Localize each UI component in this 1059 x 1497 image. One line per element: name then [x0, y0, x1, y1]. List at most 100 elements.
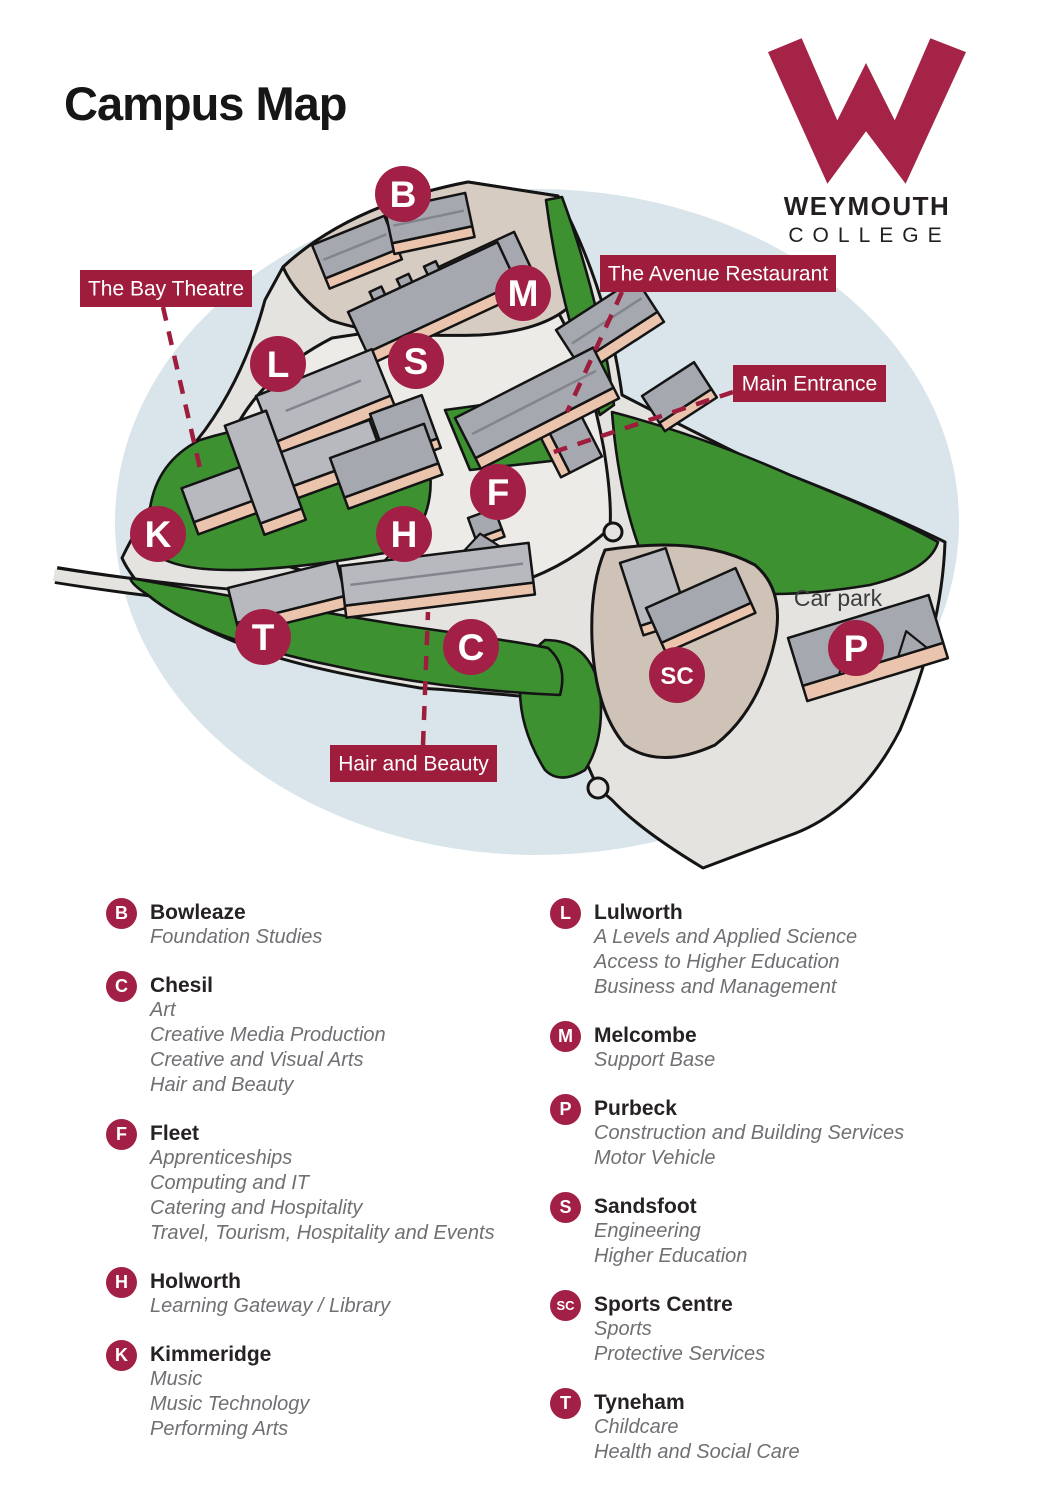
map-callout: Main Entrance — [733, 365, 886, 402]
map-marker-letter: M — [508, 273, 539, 314]
legend-marker-badge: F — [106, 1119, 137, 1150]
legend-course: Art — [150, 999, 176, 1021]
map-roundabout-south — [586, 776, 610, 800]
college-logo-w-icon — [768, 38, 966, 184]
legend-course: Catering and Hospitality — [150, 1197, 363, 1219]
legend-course: Childcare — [594, 1416, 679, 1438]
legend-marker-badge: S — [550, 1192, 581, 1223]
map-marker-letter: P — [844, 628, 869, 669]
map-callout: Hair and Beauty — [330, 745, 497, 782]
map-marker-S: S — [388, 333, 444, 389]
leader-line — [544, 389, 734, 458]
legend-course: Construction and Building Services — [594, 1122, 905, 1144]
legend-marker-badge: C — [106, 971, 137, 1002]
legend-course: Engineering — [594, 1220, 701, 1242]
building-sports-centre-2 — [644, 566, 757, 655]
map-roundabout-north — [602, 521, 624, 543]
legend-marker-badge: H — [106, 1267, 137, 1298]
legend-course: Apprenticeships — [150, 1147, 293, 1169]
legend-building-name: Melcombe — [594, 1024, 697, 1047]
map-marker-SC: SC — [649, 647, 705, 703]
map-marker-K: K — [130, 506, 186, 562]
map-marker-L: L — [250, 336, 306, 392]
map-marker-letter: L — [267, 344, 290, 385]
map-marker-C: C — [443, 619, 499, 675]
leader-line — [564, 291, 625, 413]
map-marker-B: B — [375, 166, 431, 222]
map-marker-F: F — [470, 464, 526, 520]
legend-building-name: Bowleaze — [150, 901, 246, 924]
legend-course: Hair and Beauty — [150, 1074, 294, 1096]
legend-course: Support Base — [594, 1049, 716, 1071]
legend-building-name: Kimmeridge — [150, 1343, 272, 1366]
map-callout-text: The Avenue Restaurant — [608, 263, 828, 286]
legend-course: Learning Gateway / Library — [150, 1295, 391, 1317]
legend-building-name: Lulworth — [594, 901, 683, 924]
map-markers: B M L S F K H T C SC P — [130, 166, 884, 703]
legend-course: Creative Media Production — [150, 1024, 386, 1046]
college-logo: WEYMOUTH COLLEGE — [768, 38, 966, 248]
map-leader-lines — [160, 291, 734, 746]
college-logo-wordmark: WEYMOUTH — [783, 191, 951, 221]
legend-course: Higher Education — [594, 1245, 748, 1267]
legend-course: A Levels and Applied Science — [594, 926, 858, 948]
legend-course: Music Technology — [150, 1393, 310, 1415]
legend-course: Travel, Tourism, Hospitality and Events — [150, 1222, 495, 1244]
legend-marker-badge: K — [106, 1340, 137, 1371]
legend-course: Creative and Visual Arts — [150, 1049, 364, 1071]
map-marker-letter: B — [390, 174, 417, 215]
map-callout: The Avenue Restaurant — [600, 255, 836, 292]
building-holworth-main — [328, 422, 444, 510]
legend-marker-badge: L — [550, 898, 581, 929]
map-callout-text: Main Entrance — [742, 373, 877, 396]
legend-course: Access to Higher Education — [594, 951, 840, 973]
map-marker-T: T — [235, 609, 291, 665]
building-fleet-main — [453, 346, 621, 471]
legend-building-name: Purbeck — [594, 1097, 677, 1120]
legend-building-name: Sports Centre — [594, 1293, 733, 1316]
legend-building-name: Sandsfoot — [594, 1195, 697, 1218]
map-callout-text: The Bay Theatre — [88, 278, 244, 301]
legend-building-name: Chesil — [150, 974, 214, 997]
legend-course: Health and Social Care — [594, 1441, 800, 1463]
map-marker-letter: T — [252, 617, 275, 658]
map-marker-M: M — [495, 265, 551, 321]
map-marker-letter: H — [391, 514, 418, 555]
legend-course: Business and Management — [594, 976, 837, 998]
map-callout: The Bay Theatre — [80, 270, 252, 307]
legend-course: Motor Vehicle — [594, 1147, 716, 1169]
leader-line — [160, 306, 205, 478]
legend-building-name: Tyneham — [594, 1391, 685, 1414]
legend-course: Sports — [594, 1318, 652, 1340]
car-park-label: Car park — [794, 585, 883, 611]
legend-marker-badge: P — [550, 1094, 581, 1125]
legend-marker-badge: B — [106, 898, 137, 929]
legend-marker-badge: SC — [550, 1290, 581, 1321]
legend-course: Protective Services — [594, 1343, 766, 1365]
legend-course: Computing and IT — [150, 1172, 309, 1194]
legend-course: Performing Arts — [150, 1418, 289, 1440]
legend-course: Foundation Studies — [150, 926, 323, 948]
legend-building-name: Fleet — [150, 1122, 200, 1145]
map-callouts: The Bay Theatre The Avenue RestaurantMain… — [80, 255, 886, 782]
legend-building-name: Holworth — [150, 1270, 241, 1293]
map-marker-letter: F — [487, 472, 510, 513]
map-marker-letter: S — [404, 341, 429, 382]
legend-marker-badge: M — [550, 1021, 581, 1052]
map-marker-letter: C — [458, 627, 485, 668]
building-melcombe-2 — [640, 360, 719, 433]
page-title: Campus Map — [64, 77, 347, 130]
map-marker-letter: K — [145, 514, 172, 555]
college-logo-subtext: COLLEGE — [788, 224, 951, 247]
map-marker-P: P — [828, 620, 884, 676]
